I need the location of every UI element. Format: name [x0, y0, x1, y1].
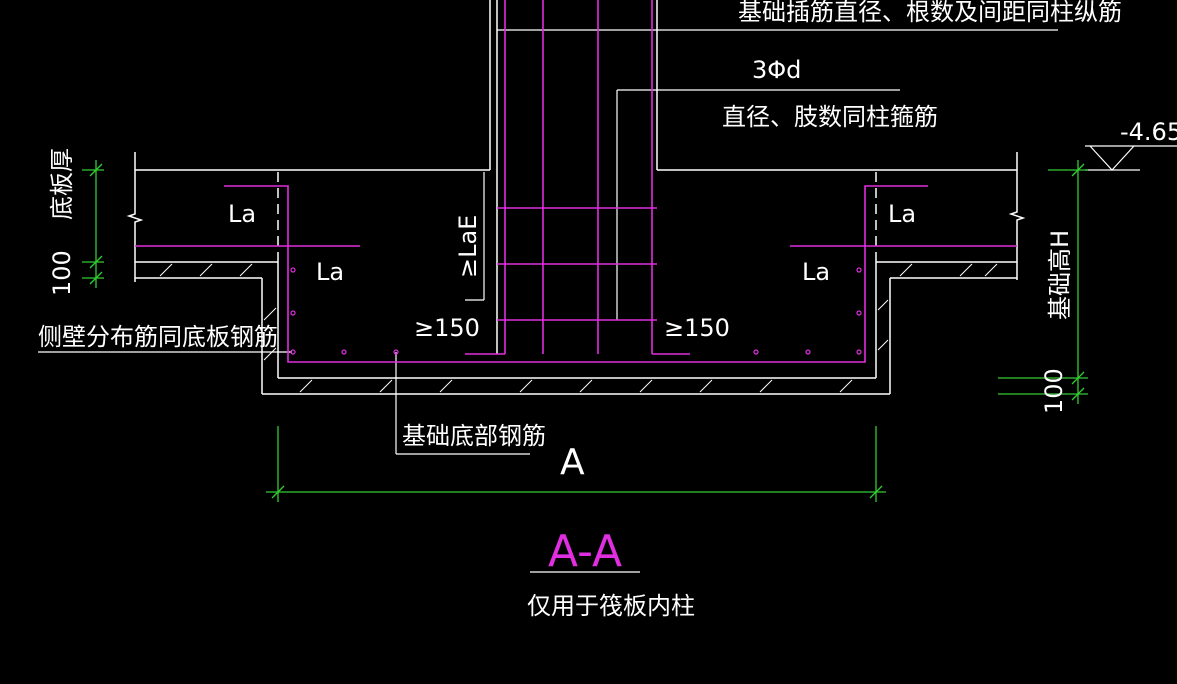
la-mid-left: La [316, 258, 344, 286]
foundation-height-label: 基础高H [1046, 230, 1074, 320]
bottom-rebar-note: 基础底部钢筋 [402, 422, 546, 450]
side-wall-note: 侧壁分布筋同底板钢筋 [38, 323, 278, 351]
ge150-left: ≥150 [414, 314, 480, 342]
leader-lines [38, 29, 1177, 573]
section-subtitle: 仅用于筏板内柱 [527, 592, 695, 620]
la-mid-right: La [802, 258, 830, 286]
la-top-right: La [888, 200, 916, 228]
rebar-dots [290, 267, 862, 355]
rebars [135, 0, 1017, 363]
lae-label: ≥LaE [454, 215, 482, 278]
dim-100-right: 100 [1040, 368, 1068, 414]
stirrup-count: 3Φd [752, 56, 801, 84]
ge150-right: ≥150 [664, 314, 730, 342]
concrete-outline [126, 0, 1026, 395]
elevation-label: -4.65 [1120, 118, 1177, 146]
section-title: A-A [548, 526, 622, 577]
dim-a-label: A [560, 442, 585, 483]
cushion-hatch [159, 263, 998, 393]
dim-100-left: 100 [48, 250, 76, 296]
slab-thickness-label: 底板厚 [48, 148, 76, 220]
la-top-left: La [228, 200, 256, 228]
dimension-lines [82, 160, 1088, 502]
stirrup-note: 直径、肢数同柱箍筋 [722, 103, 938, 131]
top-note: 基础插筋直径、根数及间距同柱纵筋 [738, 0, 1122, 26]
